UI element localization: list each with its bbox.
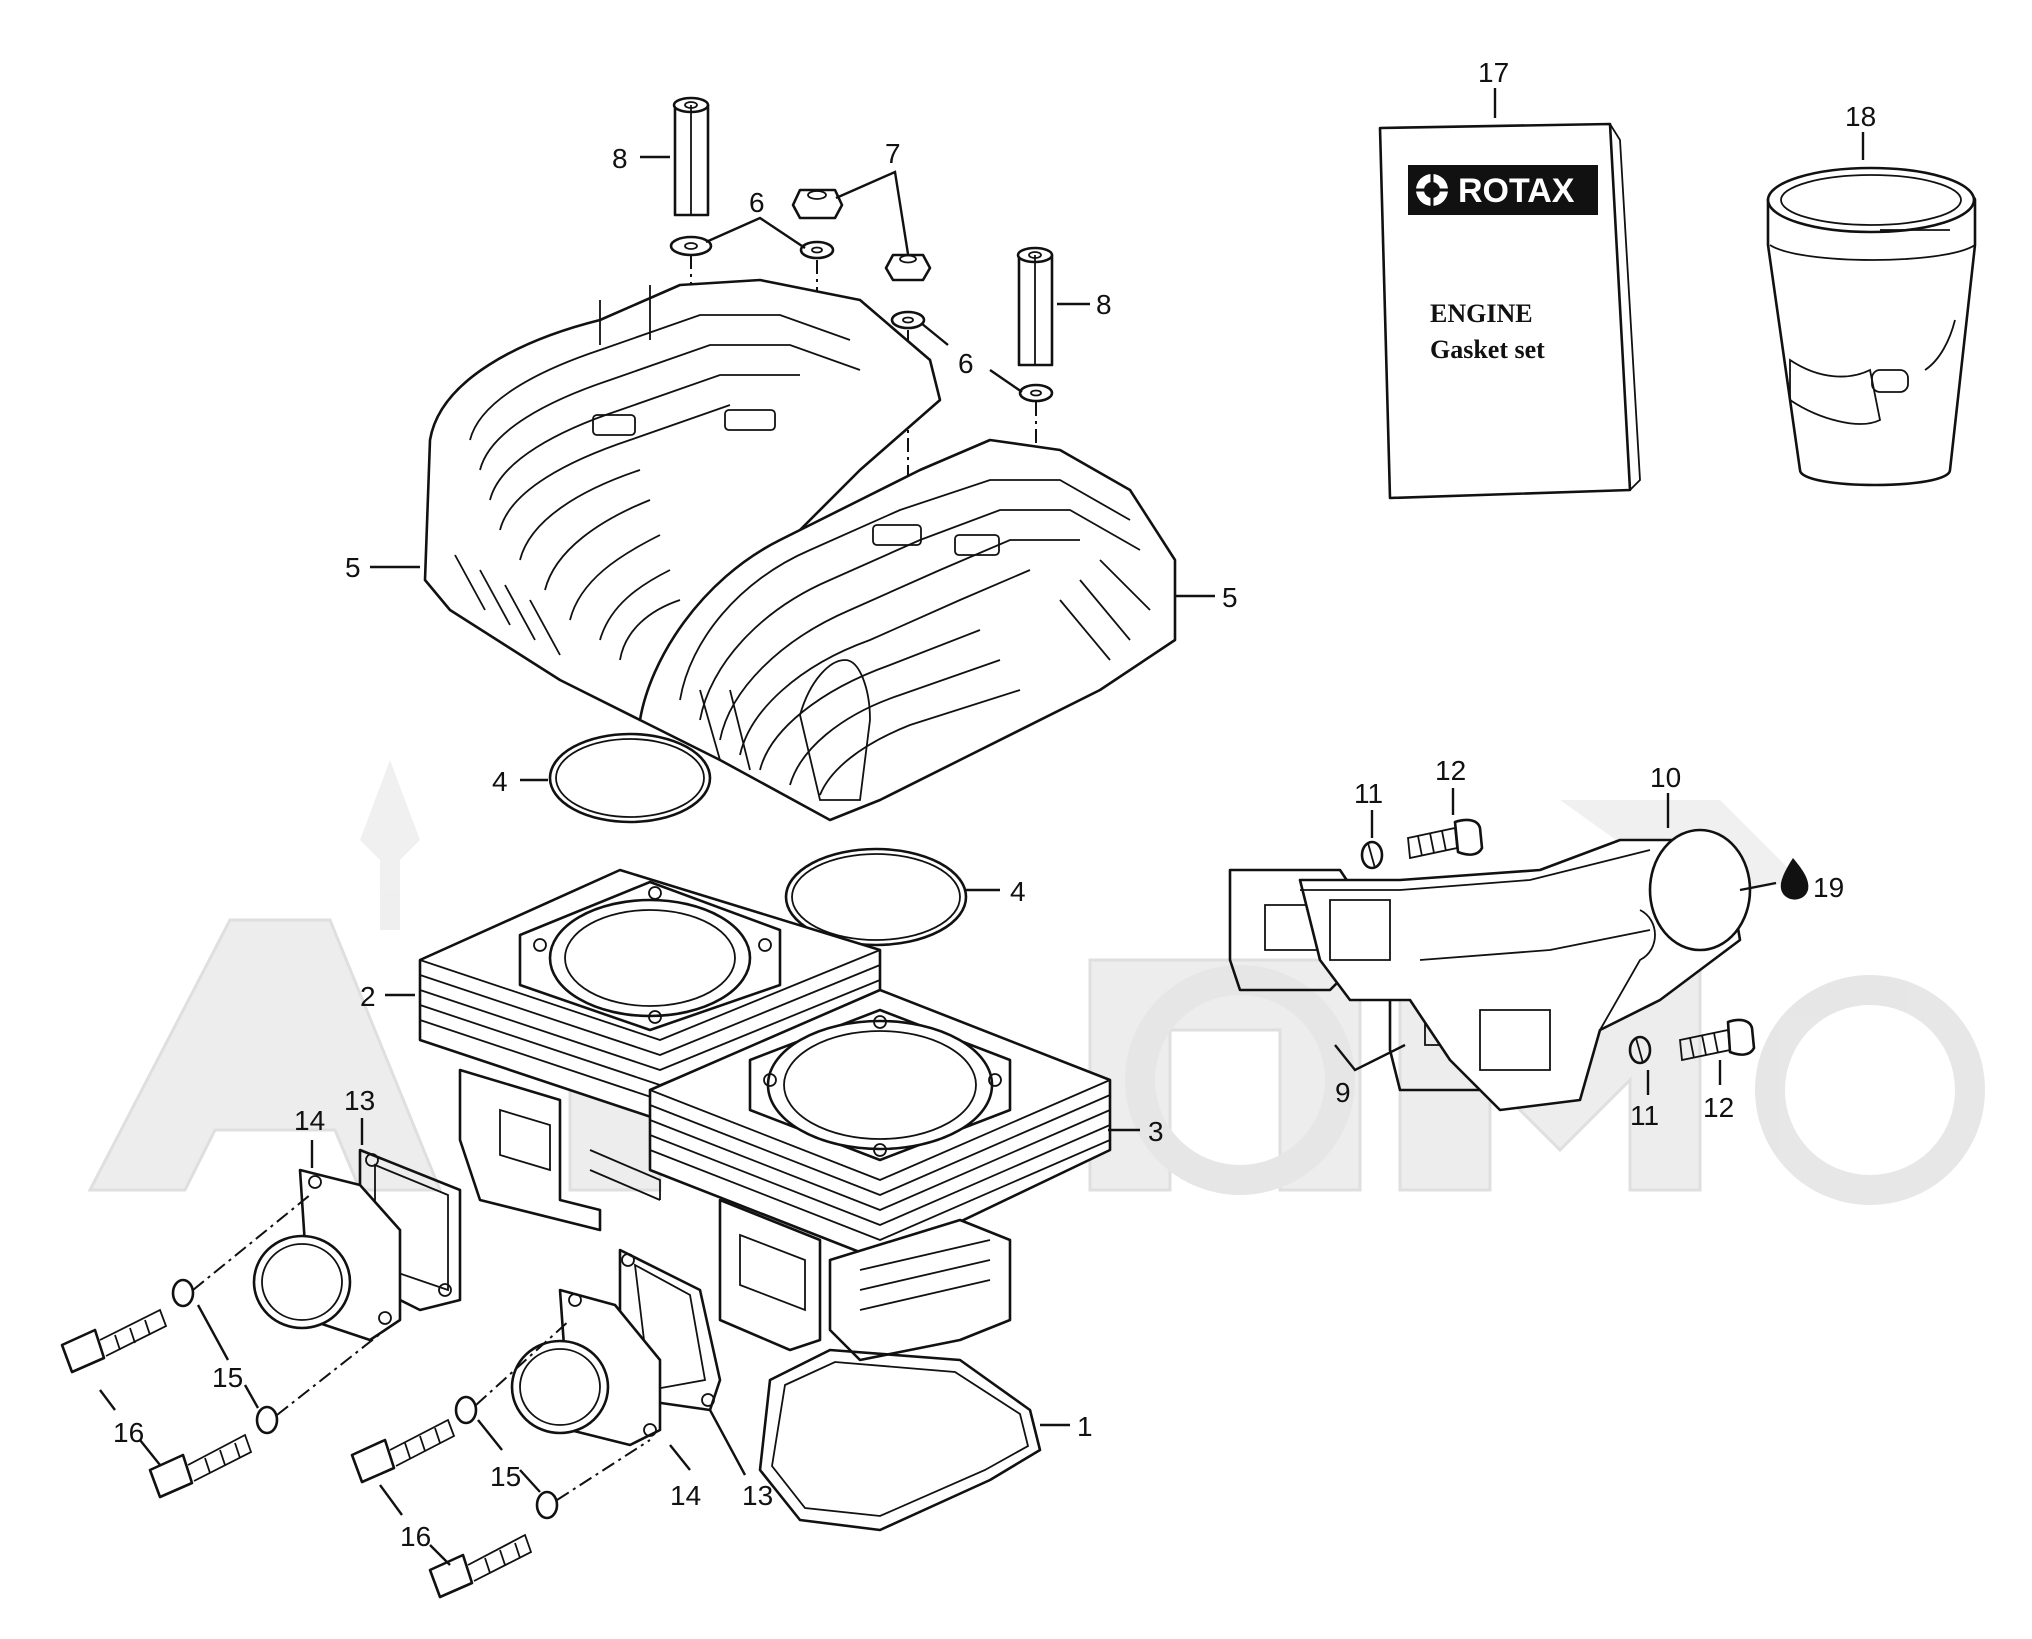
part-18-cylinder-sleeve: [1766, 166, 1977, 487]
callout-13-left: 13: [344, 1085, 375, 1116]
callout-18: 18: [1845, 101, 1876, 132]
callout-6-left: 6: [749, 187, 765, 218]
callout-6-right: 6: [958, 348, 974, 379]
part-7-nut-right: [884, 253, 932, 282]
callout-17: 17: [1478, 57, 1509, 88]
callout-15-center: 15: [490, 1461, 521, 1492]
callout-15-left: 15: [212, 1362, 243, 1393]
callout-1: 1: [1077, 1411, 1093, 1442]
part-16-bolt-center-a: [350, 1418, 456, 1484]
part-15-washer-center-b: [535, 1490, 559, 1520]
part-8-right-spacer: [1016, 246, 1054, 367]
part-12-bolt-upper: [1407, 818, 1484, 860]
part-17-gasket-set-book: ROTAX ENGINE Gasket set: [1378, 122, 1641, 500]
callout-3: 3: [1148, 1116, 1164, 1147]
callout-4-left: 4: [492, 766, 508, 797]
callout-7: 7: [885, 138, 901, 169]
part-10-exhaust-manifold: [1298, 828, 1752, 1112]
part-19-sealant-drop-icon: [1780, 858, 1809, 900]
part-16-bolt-left-b: [148, 1433, 253, 1499]
part-15-washer-left-a: [171, 1278, 195, 1308]
part-11-lock-washer-lower: [1628, 1035, 1652, 1065]
callout-11-lower: 11: [1630, 1100, 1659, 1131]
part-6-washer-right-b: [1018, 383, 1054, 403]
callout-16-left: 16: [113, 1417, 144, 1448]
part-11-lock-washer-upper: [1360, 840, 1384, 870]
callout-13-center: 13: [742, 1480, 773, 1511]
part-2-cylinder-rear: [418, 868, 882, 1232]
part-16-bolt-center-b: [428, 1533, 533, 1599]
part-4-oring-right: [784, 847, 968, 947]
part-15-washer-center-a: [454, 1395, 478, 1425]
part-5-cylinder-head-front: [638, 438, 1177, 822]
callout-8-right: 8: [1096, 289, 1112, 320]
part-6-washer-left-a: [669, 235, 713, 257]
callout-14-left: 14: [294, 1105, 325, 1136]
part-16-bolt-left-a: [60, 1308, 168, 1374]
book-title-line2: Gasket set: [1430, 335, 1545, 364]
part-14-intake-flange-left: [252, 1168, 402, 1342]
rotax-logo-icon: [1414, 172, 1450, 208]
part-12-bolt-lower: [1679, 1018, 1756, 1062]
callout-19: 19: [1813, 872, 1844, 903]
callout-11-upper: 11: [1354, 778, 1383, 809]
part-14-intake-flange-center: [510, 1288, 662, 1447]
callout-8-left: 8: [612, 143, 628, 174]
part-15-washer-left-b: [255, 1405, 279, 1435]
callout-10: 10: [1650, 762, 1681, 793]
callout-4-right: 4: [1010, 876, 1026, 907]
book-title-line1: ENGINE: [1430, 299, 1533, 328]
callout-9: 9: [1335, 1077, 1351, 1108]
book-brand: ROTAX: [1458, 172, 1575, 210]
callout-14-center: 14: [670, 1480, 701, 1511]
part-6-washer-right-a: [890, 310, 926, 330]
callout-16-center: 16: [400, 1521, 431, 1552]
part-4-oring-left: [548, 732, 712, 824]
part-3-cylinder-front: [648, 988, 1112, 1362]
part-7-nut-left: [791, 188, 844, 220]
callout-5-right: 5: [1222, 582, 1238, 613]
callout-12-lower: 12: [1703, 1092, 1734, 1123]
part-5-cylinder-head-rear: [423, 278, 942, 722]
watermark: [87, 760, 1985, 1205]
callout-2: 2: [360, 981, 376, 1012]
callout-5-left: 5: [345, 552, 361, 583]
part-1-base-gasket: [758, 1348, 1042, 1532]
callout-12-upper: 12: [1435, 755, 1466, 786]
part-8-left-spacer: [672, 96, 710, 217]
part-6-washer-left-b: [799, 240, 835, 260]
